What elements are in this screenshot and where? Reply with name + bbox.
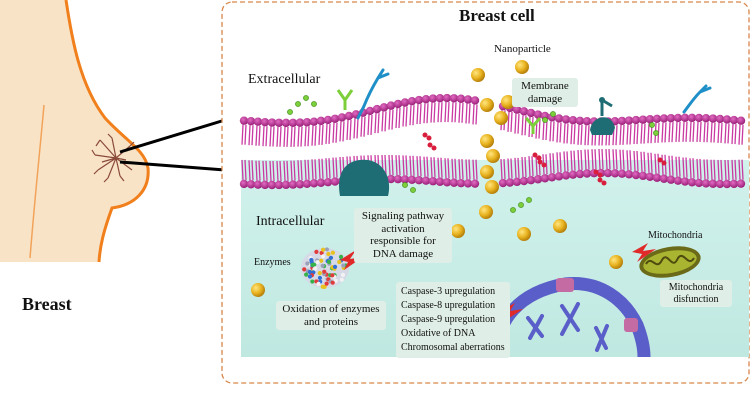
- nuclear-pore: [624, 318, 638, 332]
- oxidation-label: Oxidation of enzymes and proteins: [276, 301, 386, 330]
- effect-item: Caspase-9 upregulation: [401, 313, 505, 327]
- zoom-line-top: [120, 120, 225, 152]
- membrane-damage-label: Membrane damage: [512, 78, 578, 107]
- effect-item: Chromosomal aberrations: [401, 341, 505, 355]
- nuclear-pore: [556, 278, 574, 292]
- intracellular-label: Intracellular: [256, 214, 324, 230]
- mitochondria-label: Mitochondria: [648, 230, 702, 242]
- enzymes-label: Enzymes: [254, 257, 291, 269]
- breast-figure: [0, 0, 225, 262]
- effect-item: Caspase-8 upregulation: [401, 299, 505, 313]
- effect-item: Caspase-3 upregulation: [401, 285, 505, 299]
- extracellular-label: Extracellular: [248, 72, 320, 88]
- mito-dysfunction-label: Mitochondria disfunction: [660, 280, 732, 307]
- cell-title: Breast cell: [459, 6, 535, 26]
- effect-item: Oxidative of DNA: [401, 327, 505, 341]
- apoptosis-effects-list: Caspase-3 upregulation Caspase-8 upregul…: [396, 282, 510, 358]
- nanoparticle-label: Nanoparticle: [494, 43, 551, 56]
- breast-label: Breast: [22, 294, 72, 315]
- signaling-pathway-label: Signaling pathway activation responsible…: [354, 208, 452, 263]
